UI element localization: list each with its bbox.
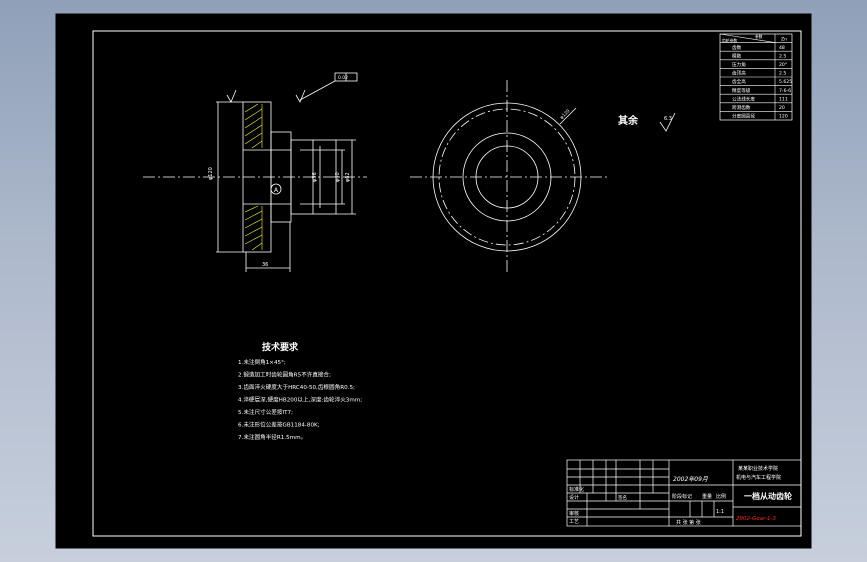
tb-stage-label: 阶段标记 bbox=[672, 493, 692, 500]
tb-process-label: 工艺 bbox=[569, 519, 579, 525]
tb-sign-label: 签名 bbox=[618, 494, 627, 501]
tb-designer-label: 设计 bbox=[569, 494, 579, 501]
param-table-line bbox=[719, 33, 776, 43]
param-row-value: 48 bbox=[779, 45, 785, 51]
tb-scale-label: 比例 bbox=[716, 493, 726, 500]
tech-req-item: 3.齿面淬火硬度大于HRC40-50,齿根圆角R0.5; bbox=[238, 383, 355, 391]
bore-circle bbox=[475, 145, 539, 209]
flange-outline bbox=[290, 139, 337, 215]
param-row-label: 分度圆直径 bbox=[732, 113, 755, 120]
hub-circle bbox=[462, 132, 552, 222]
tech-req-item: 4.淬硬层深,硬度HB200以上,深度:齿轮淬火3mm; bbox=[238, 396, 362, 404]
section-view bbox=[143, 72, 367, 272]
param-row-label: 齿顶高 bbox=[732, 70, 746, 77]
tb-checker-label: 审核 bbox=[569, 510, 579, 517]
tb-weight-label: 重量 bbox=[702, 493, 712, 500]
drawing-sheet bbox=[55, 13, 812, 549]
dim-width: 36 bbox=[262, 262, 268, 268]
tech-req-item: 2.锻造加工时齿轮圆角R5不许直接合; bbox=[238, 371, 331, 379]
param-row-label: 模数 bbox=[732, 52, 742, 59]
datum-label-a: A bbox=[274, 187, 279, 194]
param-row-label: 齿数 bbox=[732, 44, 742, 51]
dim-outer-diameter: φ120 bbox=[208, 167, 214, 180]
param-row-label: 压力角 bbox=[732, 61, 746, 68]
dim-bore-diameter: φ36 bbox=[312, 172, 318, 182]
tb-school-line1: 某某职业技术学院 bbox=[738, 465, 778, 472]
tech-req-title: 技术要求 bbox=[262, 341, 299, 353]
tip-circle bbox=[432, 102, 582, 252]
param-row-value: 120 bbox=[779, 114, 788, 120]
tb-sheet: 共 张 第 张 bbox=[676, 519, 701, 526]
param-row-value: 5.625 bbox=[779, 79, 792, 85]
tb-scale-value: 1:1 bbox=[716, 509, 724, 515]
remaining-roughness: 6.3 bbox=[664, 116, 672, 122]
param-row-value: 7-6-6 bbox=[779, 88, 791, 94]
param-row-label: 公法线长度 bbox=[732, 95, 755, 102]
param-row-value: 20° bbox=[779, 62, 787, 68]
tech-req-item: 6.未注形位公差按GB1184-80K; bbox=[238, 421, 320, 429]
param-row-label: 齿全高 bbox=[732, 78, 746, 85]
param-row-label: 跨测齿数 bbox=[732, 104, 751, 111]
tb-school-line2: 机电与汽车工程学院 bbox=[736, 474, 781, 481]
dim-flange-diameter: φ62 bbox=[345, 172, 351, 182]
section-hatch bbox=[244, 103, 263, 251]
param-row-value: 20 bbox=[779, 105, 785, 111]
param-header-left: 齿轮参数 bbox=[722, 38, 737, 43]
tech-req-list: 1.未注倒角1×45°; 2.锻造加工时齿轮圆角R5不许直接合; 3.齿面淬火硬度大… bbox=[238, 358, 362, 441]
tech-req-item: 5.未注尺寸公差按IT7; bbox=[238, 408, 293, 416]
tech-req-item: 1.未注倒角1×45°; bbox=[238, 358, 286, 366]
title-block bbox=[566, 459, 802, 527]
tolerance-value: 0.02 bbox=[338, 75, 348, 81]
param-row-value: 2.5 bbox=[779, 71, 786, 77]
pitch-circle bbox=[438, 108, 576, 246]
param-header-right: 参数 bbox=[755, 34, 763, 39]
front-view bbox=[410, 80, 610, 275]
roughness-symbol bbox=[659, 112, 676, 132]
param-header-value: Zn bbox=[781, 36, 787, 42]
tb-drawing-number: 2002-Gear-1-3 bbox=[736, 516, 776, 522]
param-row-value: 2.5 bbox=[779, 53, 786, 59]
drawing-border bbox=[92, 30, 802, 537]
dim-hub-diameter: φ40 bbox=[335, 172, 341, 182]
tb-standard-label: 标准化 bbox=[569, 486, 584, 493]
param-row-label: 精度等级 bbox=[732, 87, 751, 94]
tb-date-code: 2002年09月 bbox=[673, 475, 709, 483]
tech-req-item: 7.未注圆角半径R1.5mm。 bbox=[238, 433, 306, 441]
remaining-label: 其余 bbox=[618, 114, 639, 127]
tb-drawing-name: 一档从动齿轮 bbox=[744, 491, 792, 501]
param-row-value: 111 bbox=[779, 96, 788, 102]
